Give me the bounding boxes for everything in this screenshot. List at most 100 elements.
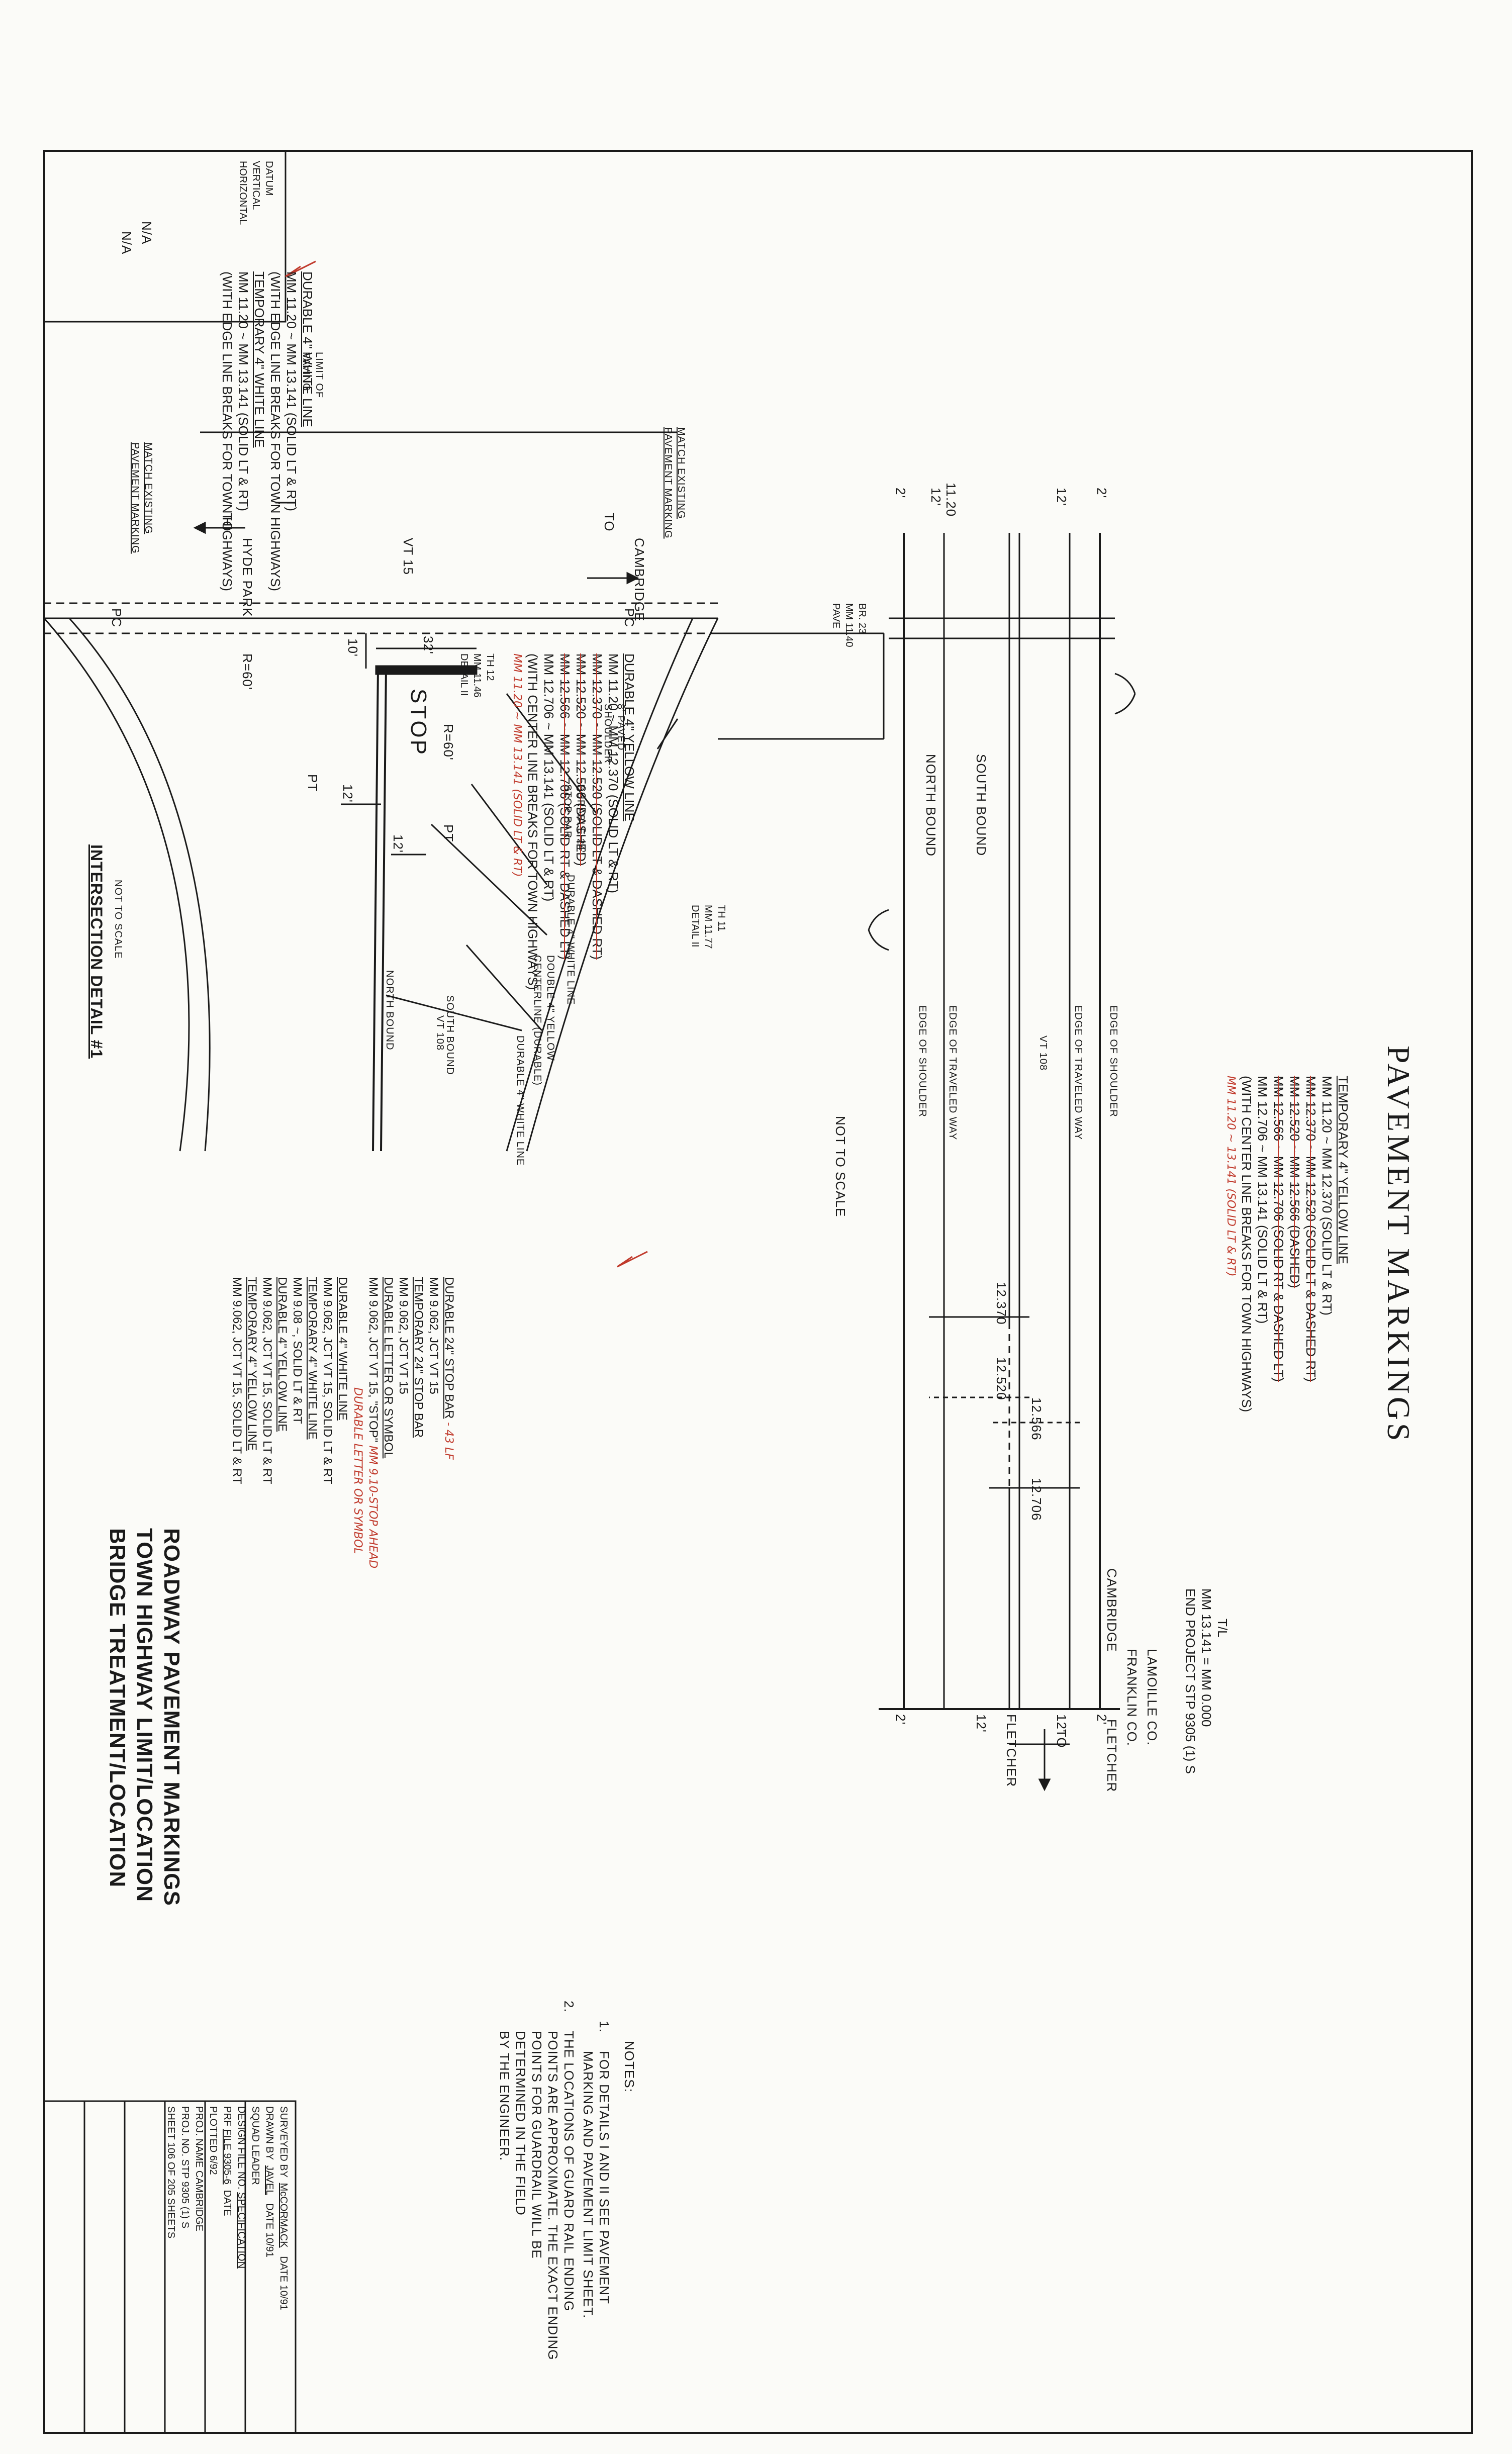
main-title-l1: ROADWAY PAVEMENT MARKINGS [159, 1528, 184, 1906]
datum-vertical-label: VERTICAL [250, 161, 261, 210]
match-right-label: MATCH EXISTING PAVEMENT MARKING [663, 427, 687, 539]
end-mm: MM 13.141 = MM 0.000 [1199, 1588, 1214, 1727]
note-1-num: 1. [597, 2021, 612, 2033]
stop-note-l7: DURABLE 4" WHITE LINE [336, 1277, 349, 1421]
datum-horizontal-label: HORIZONTAL [237, 161, 248, 225]
tb-sheet: SHEET 106 OF 205 SHEETS [165, 2106, 176, 2239]
tb-drawn-label: DRAWN BY [264, 2106, 275, 2160]
north-bound-label: NORTH BOUND [923, 754, 938, 857]
lamoille-label: LAMOILLE CO. [1145, 1649, 1160, 1746]
tb-surveyed-date: DATE 10/91 [278, 2256, 289, 2310]
radius-left: R=60' [240, 653, 255, 690]
tb-file-row: PRF FILE 9305-6 DATE PLOTTED 6/92 [206, 2106, 234, 2310]
tb-proj-no: STP 9305 (1) S [179, 2159, 191, 2229]
note-2-num: 2. [561, 2001, 577, 2013]
tb-drawn: JAVEL [264, 2165, 275, 2195]
tb-proj-no-row: PROJ. NO. STP 9305 (1) S [178, 2106, 192, 2310]
tb-proj-no-label: PROJ. NO. [179, 2106, 191, 2157]
match-left-label: MATCH EXISTING PAVEMENT MARKING [130, 442, 154, 554]
not-to-scale-label: NOT TO SCALE [833, 1116, 848, 1217]
tb-prf: PRF [222, 2106, 233, 2126]
th12-text: TH 12 [485, 653, 496, 681]
north-bound-int: NORTH BOUND [384, 970, 395, 1051]
dim-32: 32' [421, 636, 436, 654]
th12-mm: MM 11.46 [471, 653, 483, 698]
bridge-pave: PAVE [830, 603, 841, 629]
dim-12-a: 12' [340, 784, 355, 803]
temp-yellow-l5: MM 12.706 ~ MM 13.141 (SOLID LT & RT) [1255, 1076, 1270, 1324]
stop-note-l11: DURABLE 4" YELLOW LINE [275, 1277, 289, 1432]
th11-detail: DETAIL II [690, 905, 701, 948]
to-cambridge-to: TO [602, 513, 617, 532]
stop-note-l2: MM 9.062, JCT VT 15 [427, 1277, 440, 1394]
stop-note-l6-text: MM 9.062, JCT VT 15, "STOP" [366, 1277, 380, 1443]
tb-proj-name-row: PROJ. NAME CAMBRIDGE [192, 2106, 206, 2310]
main-title-l3: BRIDGE TREATMENT/LOCATION [105, 1528, 130, 1888]
double-yellow-label: DOUBLE 4" YELLOW CENTERLINE (DURABLE) [532, 955, 556, 1086]
intersection-linework [43, 431, 885, 1152]
th11-mm: MM 11.77 [703, 905, 714, 949]
to-hyde-park: HYDE PARK [240, 538, 255, 617]
paved-shoulder-label: 8' PAVED SHOULDER [602, 704, 626, 764]
fletcher-plan-label: FLETCHER [1104, 1719, 1119, 1792]
width-12-right-bottom: 12' [974, 1714, 989, 1733]
note-1: FOR DETAILS I AND II SEE PAVEMENT MARKIN… [581, 2051, 612, 2319]
temp-white-l2: (WITH EDGE LINE BREAKS FOR TOWN HIGHWAYS… [220, 271, 235, 592]
franklin-label: FRANKLIN CO. [1124, 1649, 1140, 1747]
tb-design-row: DESIGN FILE NO. SPECIFICATION [234, 2106, 248, 2310]
durable-white-l2: (WITH EDGE LINE BREAKS FOR TOWN HIGHWAYS… [268, 271, 283, 592]
end-project: END PROJECT STP 9305 (1) S [1183, 1588, 1198, 1774]
stop-note-l9: TEMPORARY 4" WHITE LINE [306, 1277, 319, 1440]
sheet-border [43, 150, 1473, 2434]
limit-paving-label: LIMIT OF PAVING [301, 352, 325, 399]
width-2-top: 2' [1094, 488, 1109, 499]
route-label: VT 108 [1037, 1035, 1049, 1071]
end-project-label: T/L MM 13.141 = MM 0.000 END PROJECT STP… [1182, 1588, 1231, 1774]
white-line-label-a: DURABLE 4" WHITE LINE [565, 875, 576, 1005]
width-12-bottom: 12' [928, 488, 943, 506]
stop-note-l14: MM 9.062, JCT VT 15, SOLID LT & RT [230, 1277, 244, 1484]
radius-right: R=60' [441, 724, 456, 761]
th11-text: TH 11 [716, 905, 727, 931]
temp-yellow-l4: MM 12.566 ~ MM 12.706 (SOLID RT & DASHED… [1271, 1076, 1286, 1382]
intersection-subtitle: NOT TO SCALE [113, 880, 124, 959]
stop-note-l5: DURABLE LETTER OR SYMBOL [382, 1277, 395, 1459]
temp-yellow-l1: MM 11.20 ~ MM 12.370 (SOLID LT & RT) [1319, 1076, 1335, 1316]
cambridge-plan-label: CAMBRIDGE [1104, 1568, 1119, 1652]
mm-12706: 12.706 [1029, 1478, 1044, 1521]
tb-drawn-row: DRAWN BY JAVEL DATE 10/91 [262, 2106, 276, 2310]
stop-bar-label: DURABLE 24" STOP BAR [562, 784, 586, 855]
th11-label: TH 11 MM 11.77 DETAIL II [689, 905, 728, 949]
temp-yellow-title: TEMPORARY 4" YELLOW LINE [1336, 1076, 1351, 1264]
temp-yellow-handwritten: MM 11.20 ~ 13.141 (SOLID LT & RT) [1224, 1076, 1237, 1277]
stop-note-l1: DURABLE 24" STOP BAR - 43 LF [441, 1277, 456, 1568]
th12-detail: DETAIL II [458, 653, 469, 696]
to-hyde-park-to: TO [220, 513, 235, 532]
stop-note-l12: MM 9.062, JCT VT 15, SOLID LT & RT [260, 1277, 274, 1484]
stop-notes: DURABLE 24" STOP BAR - 43 LF MM 9.062, J… [229, 1277, 456, 1568]
mm-12566: 12.566 [1029, 1397, 1044, 1441]
tb-proj-name-label: PROJ. NAME [194, 2106, 205, 2168]
tb-surveyed-label: SURVEYED BY [278, 2106, 289, 2178]
tb-surveyed-row: SURVEYED BY McCORMACK DATE 10/91 [276, 2106, 291, 2310]
notes-heading: NOTES: [622, 2041, 637, 2093]
width-1120: 11.20 [943, 483, 959, 517]
stop-note-l1-text: DURABLE 24" STOP BAR [442, 1277, 456, 1419]
edge-travel-bottom: EDGE OF TRAVELED WAY [947, 1005, 958, 1141]
sheet-title: PAVEMENT MARKINGS [1381, 1046, 1416, 1444]
stop-note-l6: MM 9.062, JCT VT 15, "STOP" MM 9.10-STOP… [365, 1277, 381, 1568]
south-bound-label: SOUTH BOUND [974, 754, 989, 857]
tb-design-label: DESIGN FILE NO. [236, 2106, 247, 2190]
pc-left: PC [109, 608, 124, 628]
pc-right: PC [622, 608, 637, 628]
tb-surveyed: McCORMACK [278, 2183, 289, 2248]
stop-note-l6-hw: MM 9.10-STOP AHEAD [366, 1445, 379, 1569]
bridge-label: BR. 23 MM 11.40 PAVE [829, 603, 869, 647]
tb-squad-label: SQUAD LEADER [250, 2106, 261, 2185]
width-2-right-bottom: 2' [893, 1714, 908, 1725]
stop-note-l10: MM 9.08 ~, SOLID LT & RT [291, 1277, 304, 1424]
durable-yellow-l5: MM 12.706 ~ MM 13.141 (SOLID LT & RT) [541, 653, 556, 902]
durable-white-l1: MM 11.20 ~ MM 13.141 (SOLID LT & RT) [284, 271, 299, 512]
